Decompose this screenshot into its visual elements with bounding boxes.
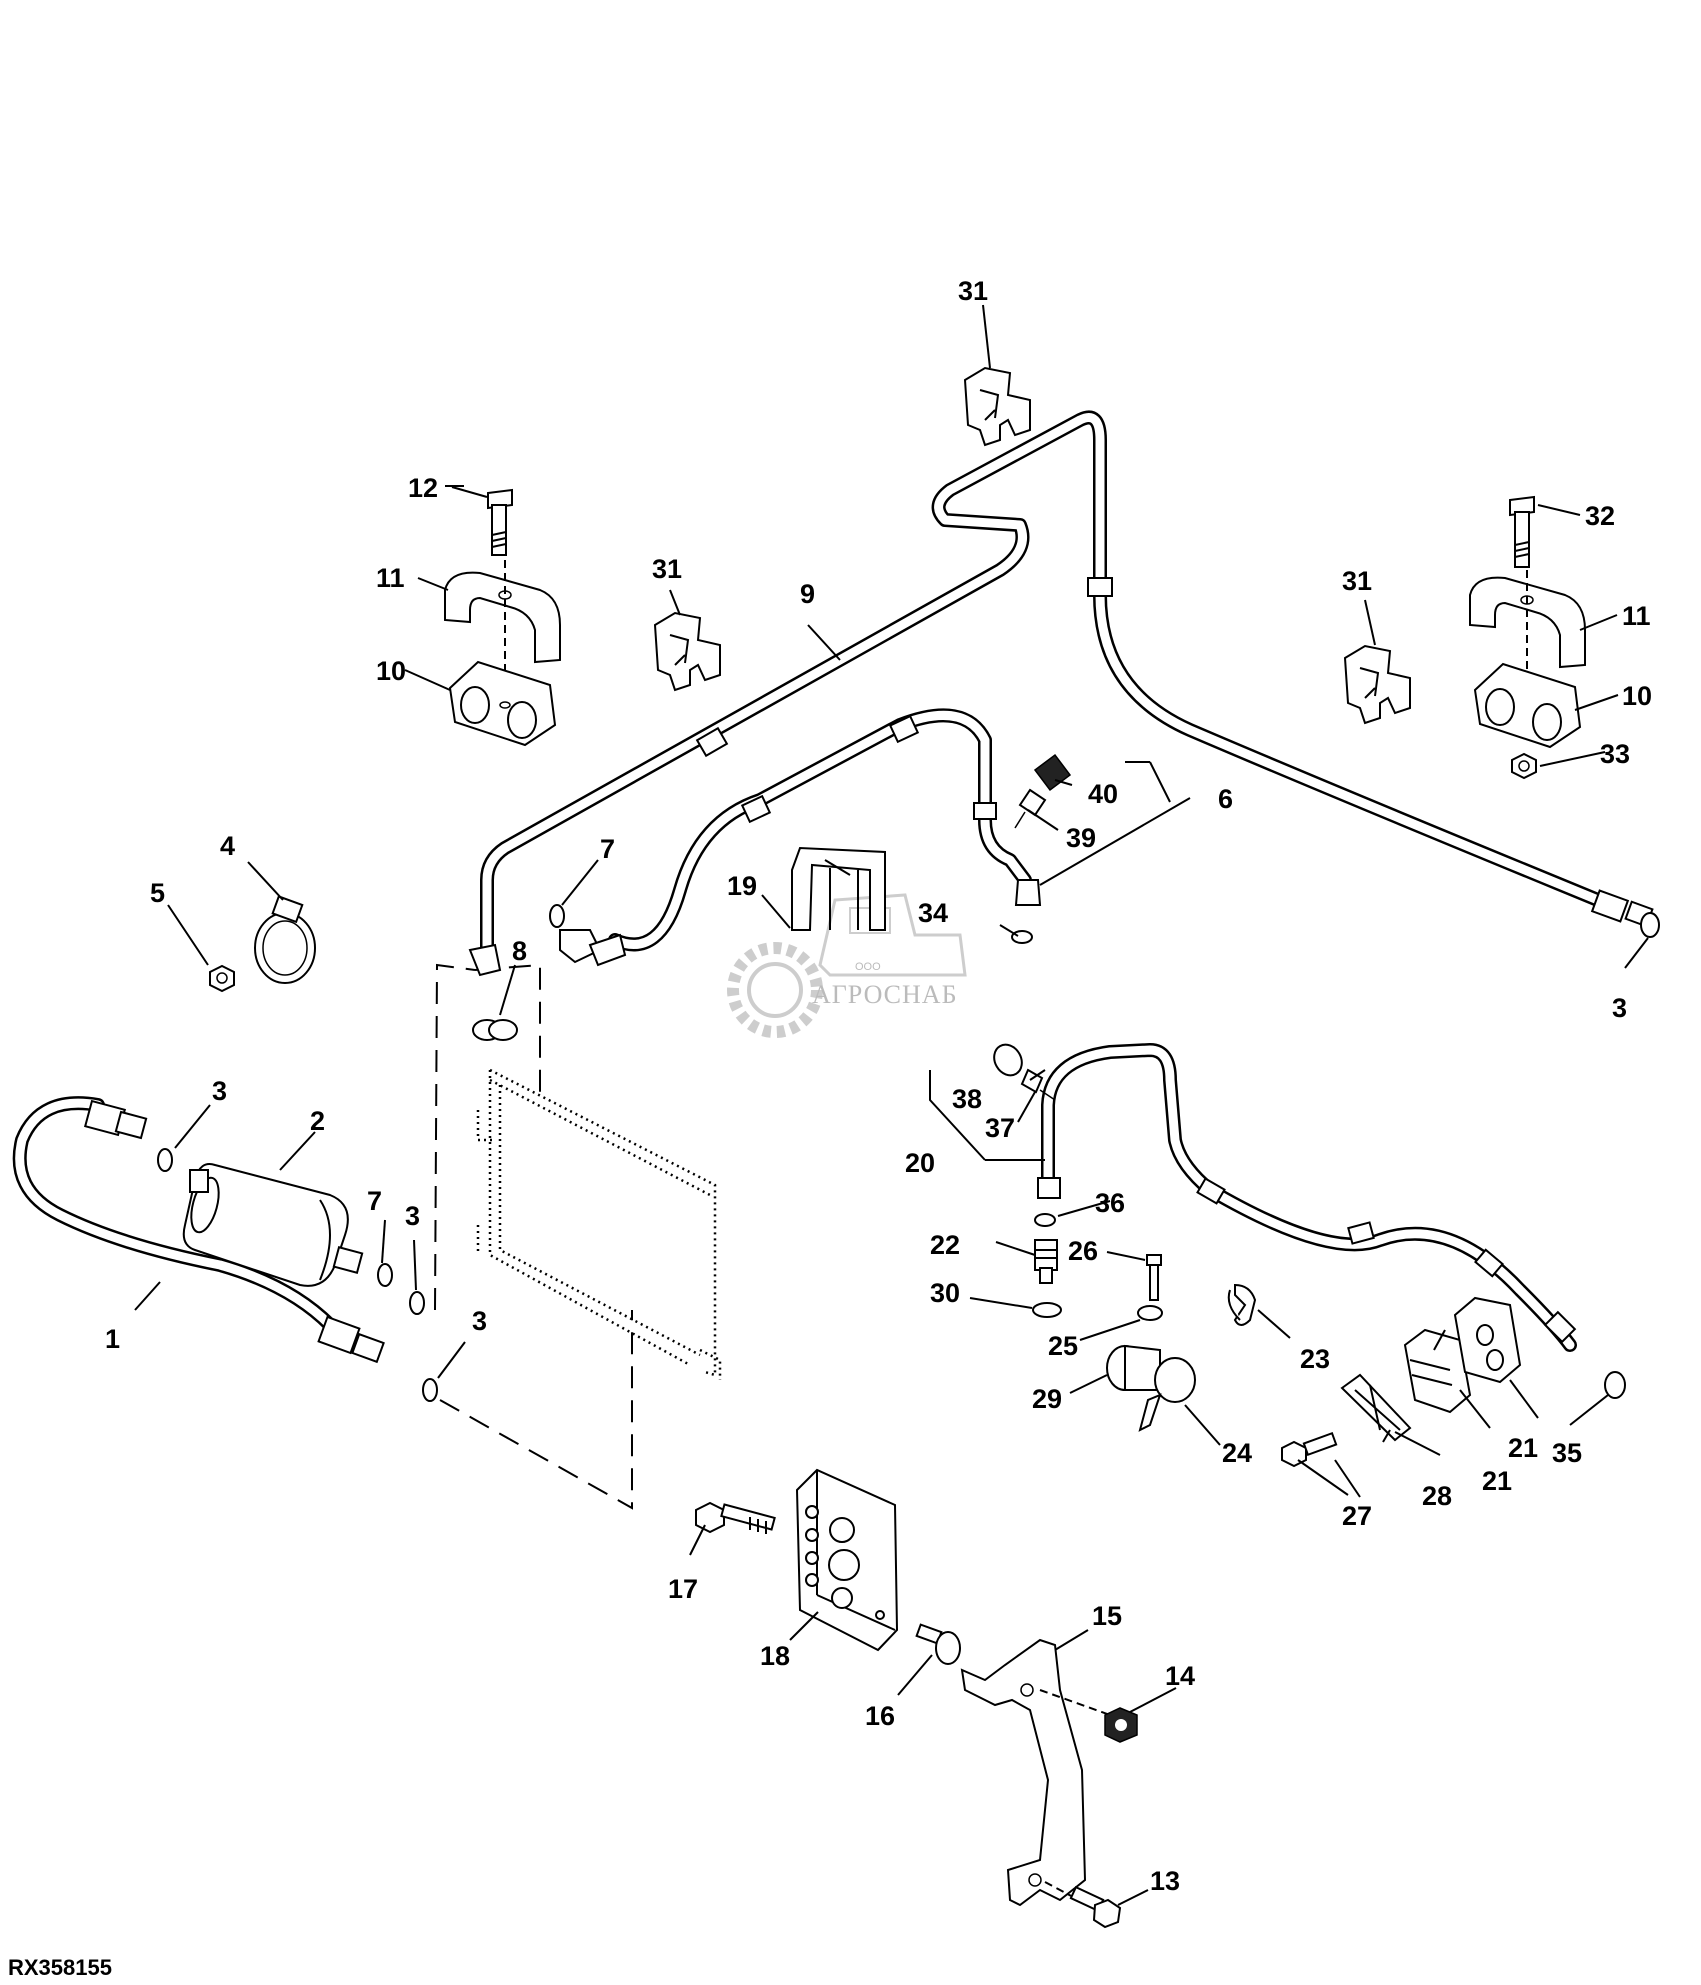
valve-cap-40	[1033, 753, 1072, 792]
washer-16	[915, 1623, 961, 1665]
callout-27: 27	[1342, 1501, 1372, 1531]
callout-31: 31	[1342, 566, 1372, 596]
callout-5: 5	[150, 878, 165, 908]
clip-31-right	[1343, 644, 1411, 725]
bracket-15	[960, 1638, 1111, 1907]
callout-31: 31	[652, 554, 682, 584]
block-10-right	[1473, 662, 1582, 749]
callout-9: 9	[800, 579, 815, 609]
clamp-half-21-a	[1403, 1328, 1472, 1414]
reference-code: RX358155	[8, 1955, 112, 1980]
fitting-22	[1034, 1239, 1058, 1284]
bolt-32	[1509, 495, 1535, 568]
o-rings	[157, 904, 1660, 1402]
callout-6: 6	[1218, 784, 1233, 814]
valve-core-39	[1014, 788, 1047, 829]
pipe-9-end-fitting	[1590, 889, 1654, 928]
cooler-outline	[476, 1068, 722, 1380]
callout-33: 33	[1600, 739, 1630, 769]
callout-3: 3	[1612, 993, 1627, 1023]
callout-2: 2	[310, 1106, 325, 1136]
dashed-connection-lines	[434, 963, 633, 1510]
callout-21: 21	[1482, 1466, 1512, 1496]
callout-3: 3	[472, 1306, 487, 1336]
callout-34: 34	[918, 898, 948, 928]
callout-labels: 1 2 3 3 3 3 4 5 6 7 7 8 9 10 10 11 11 12…	[105, 276, 1652, 1896]
hose-1	[12, 1096, 385, 1364]
callout-4: 4	[220, 831, 235, 861]
block-10-left	[448, 660, 557, 747]
callout-7: 7	[367, 1186, 382, 1216]
callout-31: 31	[958, 276, 988, 306]
bolt-12	[487, 488, 513, 556]
callout-23: 23	[1300, 1344, 1330, 1374]
callout-8: 8	[512, 936, 527, 966]
callout-16: 16	[865, 1701, 895, 1731]
bracket-19	[791, 846, 886, 931]
callout-21: 21	[1508, 1433, 1538, 1463]
bracket-29	[1106, 1344, 1161, 1391]
clamp-24	[1138, 1357, 1196, 1432]
leader-lines	[134, 304, 1649, 1906]
callout-25: 25	[1048, 1331, 1078, 1361]
callout-10: 10	[376, 656, 406, 686]
callout-17: 17	[668, 1574, 698, 1604]
callout-10: 10	[1622, 681, 1652, 711]
callout-14: 14	[1165, 1661, 1195, 1691]
callout-3: 3	[405, 1201, 420, 1231]
watermark-brand: АГРОСНАБ	[812, 980, 958, 1009]
clamp-half-21-b	[1453, 1296, 1522, 1384]
block-18	[795, 1468, 899, 1652]
callout-32: 32	[1585, 501, 1615, 531]
clip-23	[1227, 1283, 1257, 1326]
callout-11: 11	[1622, 601, 1651, 631]
callout-11: 11	[376, 563, 405, 593]
washer-25	[1137, 1305, 1163, 1321]
clamp-4	[254, 895, 316, 984]
callout-29: 29	[1032, 1384, 1062, 1414]
screw-26	[1146, 1254, 1162, 1301]
callout-30: 30	[930, 1278, 960, 1308]
callout-28: 28	[1422, 1481, 1452, 1511]
callout-12: 12	[408, 473, 438, 503]
nut-33	[1511, 752, 1537, 780]
callout-20: 20	[905, 1148, 935, 1178]
bolt-13	[1069, 1885, 1122, 1929]
clip-31-middle	[653, 611, 721, 692]
pipe-20	[1037, 1043, 1577, 1352]
callout-7: 7	[600, 834, 615, 864]
fuel-filter-2	[182, 1163, 364, 1287]
bolt-27	[1281, 1431, 1338, 1468]
callout-15: 15	[1092, 1601, 1122, 1631]
pipe-9	[480, 410, 1617, 960]
valve-cap-38	[993, 1043, 1023, 1077]
callout-1: 1	[105, 1324, 120, 1354]
nut-14	[1104, 1707, 1138, 1743]
callout-35: 35	[1552, 1438, 1582, 1468]
clip-31-top	[963, 366, 1031, 447]
callout-18: 18	[760, 1641, 790, 1671]
watermark-prefix: ООО	[855, 961, 881, 973]
bolt-17	[695, 1501, 776, 1534]
callout-39: 39	[1066, 823, 1096, 853]
clamp-8	[468, 943, 518, 1041]
callout-36: 36	[1095, 1188, 1125, 1218]
nut-5	[209, 964, 235, 993]
callout-38: 38	[952, 1084, 982, 1114]
clamp-11-left	[444, 560, 561, 680]
pipe-6	[559, 708, 1042, 967]
callout-26: 26	[1068, 1236, 1098, 1266]
plate-28	[1340, 1373, 1412, 1442]
callout-40: 40	[1088, 779, 1118, 809]
callout-3: 3	[212, 1076, 227, 1106]
callout-19: 19	[727, 871, 757, 901]
callout-13: 13	[1150, 1866, 1180, 1896]
callout-37: 37	[985, 1113, 1015, 1143]
clamp-11-right	[1469, 570, 1586, 690]
callout-22: 22	[930, 1230, 960, 1260]
watermark-logo: ООО АГРОСНАБ	[727, 893, 967, 1038]
callout-24: 24	[1222, 1438, 1252, 1468]
